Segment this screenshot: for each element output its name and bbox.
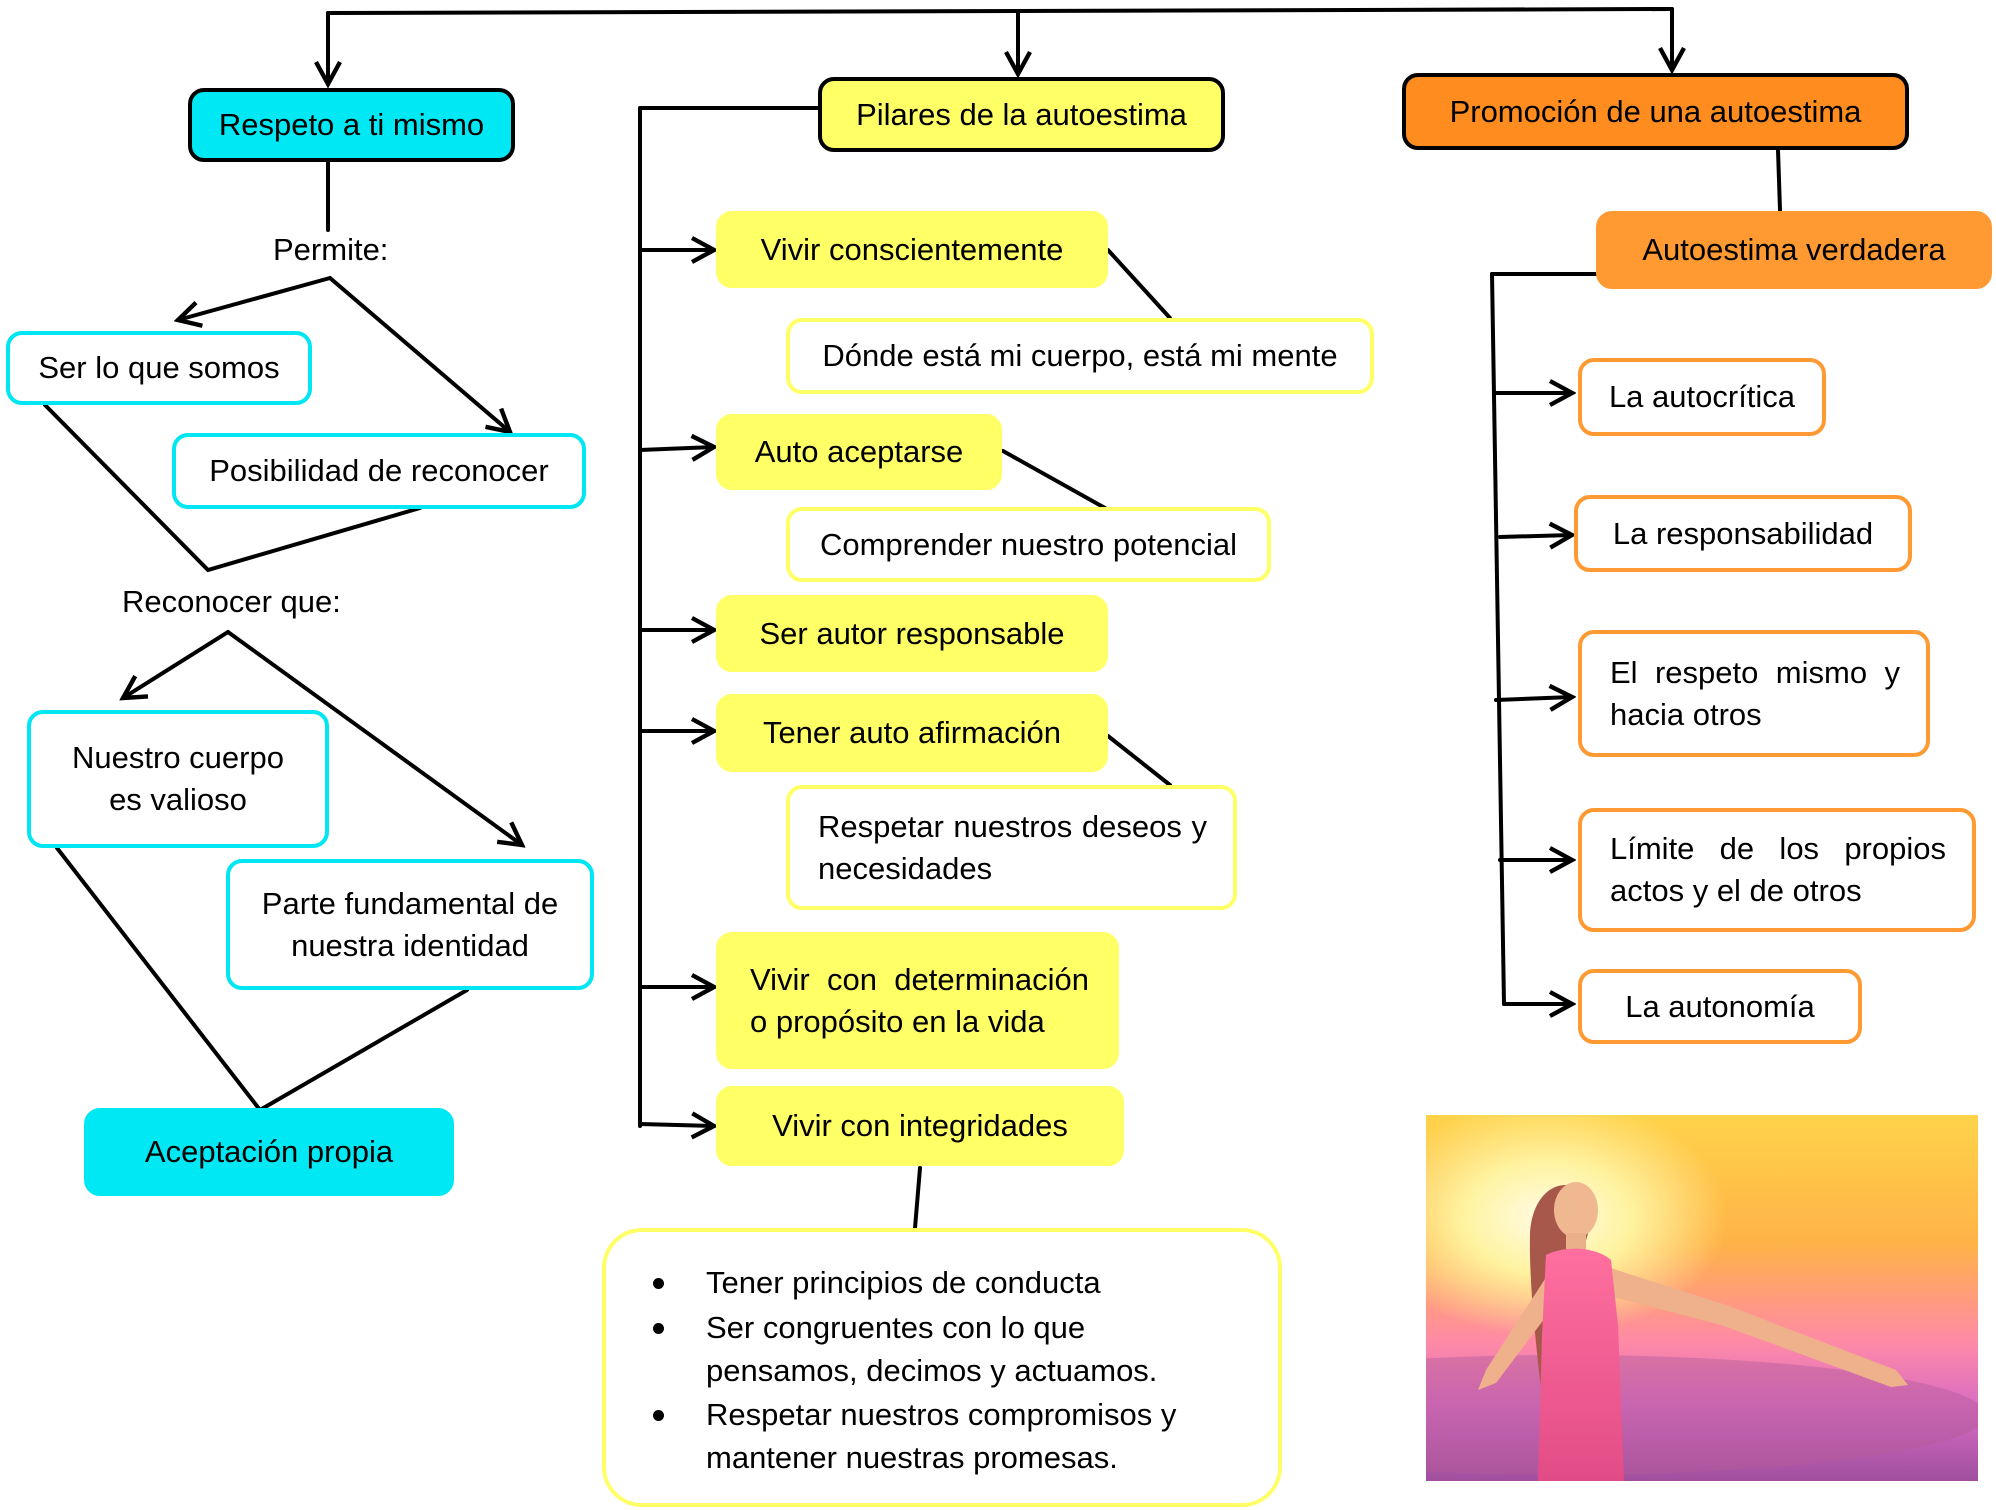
pilares-title-box: Pilares de la autoestima — [818, 77, 1225, 152]
bullet-item: Tener principios de conducta — [606, 1262, 1206, 1305]
vivir-con-integridades: Vivir con integridades — [772, 1108, 1068, 1144]
tener-auto-afirmacion-box: Tener auto afirmación — [716, 694, 1108, 772]
donde-esta-mi-cuerpo: Dónde está mi cuerpo, está mi mente — [822, 338, 1338, 374]
vivir-determinacion-box: Vivir con determinación o propósito en l… — [716, 932, 1119, 1069]
la-autocritica: La autocrítica — [1608, 379, 1796, 415]
vivir-integridades-box: Vivir con integridades — [716, 1086, 1124, 1166]
auto-aceptarse: Auto aceptarse — [754, 434, 964, 470]
autonomia-box: La autonomía — [1578, 969, 1862, 1044]
ser-lo-que-somos: Ser lo que somos — [38, 350, 280, 386]
parte-fundamental-box: Parte fundamental de nuestra identidad — [226, 859, 594, 990]
ser-autor-box: Ser autor responsable — [716, 595, 1108, 672]
aceptacion-box: Aceptación propia — [84, 1108, 454, 1196]
tener-auto-afirmacion: Tener auto afirmación — [762, 715, 1062, 751]
respeto-title: Respeto a ti mismo — [218, 107, 485, 143]
comprender-potencial: Comprender nuestro potencial — [819, 526, 1238, 562]
woman-in-sunlight-photo — [1426, 1115, 1978, 1481]
permite-label: Permite: — [269, 232, 393, 268]
respetar-deseos-box: Respetar nuestros deseos y necesidades — [786, 785, 1237, 910]
la-autonomia: La autonomía — [1625, 988, 1815, 1024]
la-responsabilidad: La responsabilidad — [1612, 515, 1874, 551]
posibilidad-box: Posibilidad de reconocer — [172, 433, 586, 509]
ser-lo-que-somos-box: Ser lo que somos — [6, 331, 312, 405]
pilares-title: Pilares de la autoestima — [856, 96, 1187, 132]
respetar-deseos: Respetar nuestros deseos y necesidades — [818, 808, 1207, 886]
vivir-conscientemente: Vivir conscientemente — [760, 231, 1064, 267]
limite-propios-actos: Límite de los propios actos y el de otro… — [1610, 831, 1946, 908]
comprender-box: Comprender nuestro potencial — [786, 507, 1271, 582]
vivir-conscientemente-box: Vivir conscientemente — [716, 211, 1108, 288]
respeto-mismo-box: El respeto mismo y hacia otros — [1578, 630, 1930, 757]
donde-esta-box: Dónde está mi cuerpo, está mi mente — [786, 318, 1374, 394]
aceptacion-propia: Aceptación propia — [144, 1134, 394, 1170]
promocion-title-box: Promoción de una autoestima — [1402, 73, 1909, 150]
respeto-mismo-y-otros: El respeto mismo y hacia otros — [1610, 654, 1900, 732]
integridad-bullet-list: Tener principios de conducta Ser congrue… — [606, 1262, 1206, 1482]
autoestima-verdadera-box: Autoestima verdadera — [1596, 211, 1992, 289]
auto-aceptarse-box: Auto aceptarse — [716, 414, 1002, 490]
nuestro-cuerpo-box: Nuestro cuerpo es valioso — [27, 710, 329, 848]
autocritica-box: La autocrítica — [1578, 358, 1826, 436]
responsabilidad-box: La responsabilidad — [1574, 495, 1912, 572]
bullet-item: Respetar nuestros compromisos y mantener… — [606, 1394, 1206, 1480]
parte-fundamental: Parte fundamental de nuestra identidad — [261, 885, 559, 963]
ser-autor-responsable: Ser autor responsable — [759, 615, 1065, 651]
posibilidad-de-reconocer: Posibilidad de reconocer — [209, 453, 549, 489]
woman-silhouette-icon — [1426, 1182, 1978, 1481]
reconocer-label: Reconocer que: — [118, 584, 345, 620]
limite-box: Límite de los propios actos y el de otro… — [1578, 808, 1976, 932]
integridad-bullets-box: Tener principios de conducta Ser congrue… — [602, 1228, 1282, 1507]
bullet-item: Ser congruentes con lo que pensamos, dec… — [606, 1307, 1206, 1393]
promocion-title: Promoción de una autoestima — [1449, 93, 1862, 129]
nuestro-cuerpo: Nuestro cuerpo es valioso — [72, 740, 284, 817]
autoestima-verdadera: Autoestima verdadera — [1642, 232, 1946, 268]
vivir-con-determinacion: Vivir con determinación o propósito en l… — [750, 961, 1089, 1039]
respeto-title-box: Respeto a ti mismo — [188, 88, 515, 162]
